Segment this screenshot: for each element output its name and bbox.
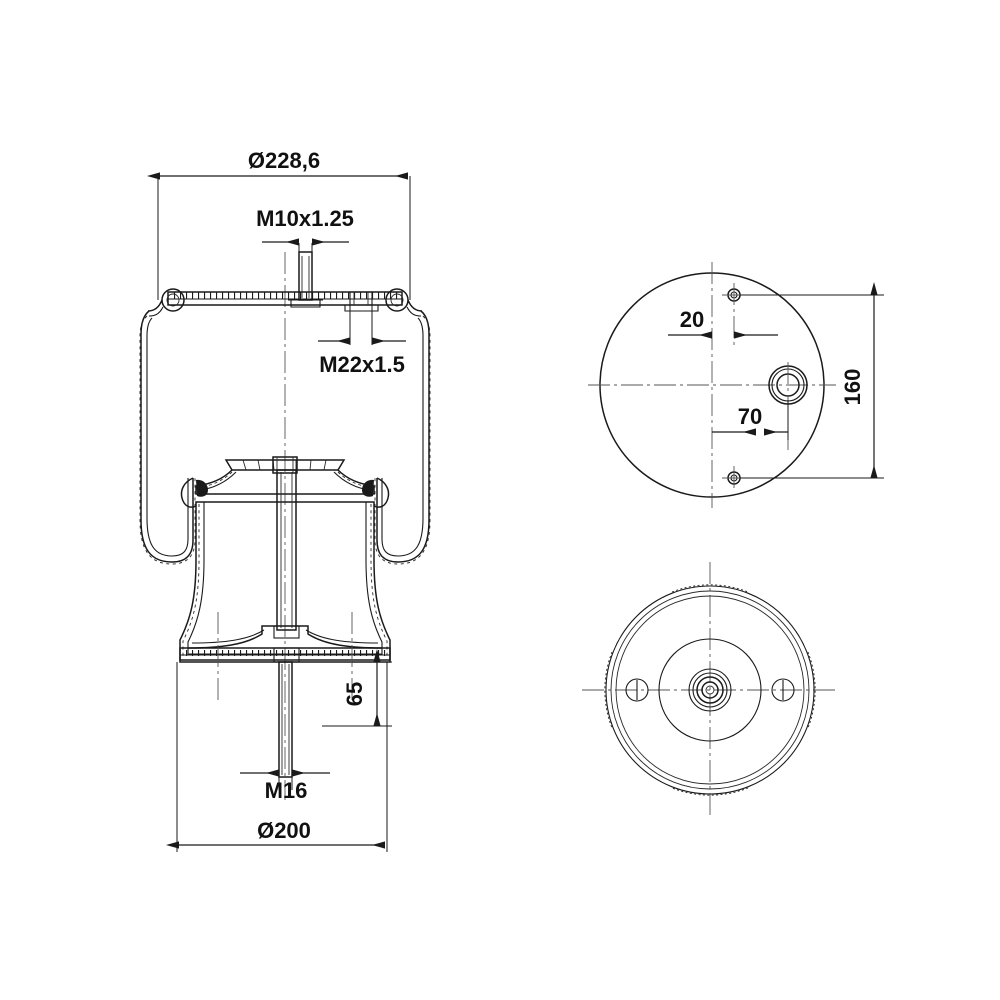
- central-tie-rod-m16: [273, 469, 300, 778]
- air-port-boss-m22: [344, 291, 379, 312]
- bellows-cord-hatch-left: [139, 315, 196, 565]
- dim-label-piston-height: 65: [342, 682, 367, 706]
- dim-label-air-port-thread: M22x1.5: [319, 352, 405, 377]
- piston-outer-rim: [605, 585, 815, 795]
- dimension-stud-offset-20: 20: [668, 307, 778, 339]
- dimension-port-offset-70: 70: [712, 400, 789, 440]
- piston-rim-inner2: [615, 595, 805, 785]
- piston-crown-ribs: [242, 459, 327, 471]
- piston-rim-inner: [610, 590, 810, 790]
- dimension-piston-height: 65: [322, 649, 392, 727]
- dim-label-stud-offset: 20: [680, 307, 704, 332]
- dimension-piston-diameter: Ø200: [166, 662, 388, 852]
- bead-ring-left: [147, 288, 185, 317]
- clamp-ring-right: [362, 479, 374, 497]
- dimension-top-stud-thread: M10x1.25: [256, 206, 354, 300]
- bead-ring-right: [385, 288, 423, 317]
- top-stud-m10: [288, 251, 323, 308]
- dim-label-bottom-stud-thread: M16: [265, 778, 308, 803]
- piston-side-opening-left: [625, 678, 649, 702]
- piston-center-boss: [658, 638, 762, 742]
- piston-central-bolt: [688, 668, 732, 712]
- view-top-plate: 20 70 160: [588, 262, 884, 508]
- view-front-section: Ø228,6 M10x1.25 M22x1.5: [139, 148, 431, 852]
- dimension-stud-spacing-160: 160: [740, 282, 884, 479]
- view-bottom-piston: [582, 562, 838, 818]
- dim-label-port-offset: 70: [738, 404, 762, 429]
- plate-crimp-hatch: [170, 292, 400, 299]
- dimension-bottom-stud-thread: M16: [240, 750, 330, 803]
- dim-label-stud-spacing: 160: [840, 369, 865, 406]
- clamp-ring-left: [196, 479, 208, 497]
- bellows-rolling-lobe: [139, 310, 431, 565]
- piston-side-opening-right: [771, 678, 795, 702]
- top-cover-plate-section: [147, 251, 423, 317]
- dim-label-overall-diameter: Ø228,6: [248, 148, 320, 173]
- dim-label-top-stud-thread: M10x1.25: [256, 206, 354, 231]
- dimension-overall-diameter: Ø228,6: [147, 148, 411, 300]
- piston-top-cap: [180, 456, 390, 508]
- dimension-air-port-thread: M22x1.5: [318, 296, 406, 377]
- bellows-cord-hatch-right: [374, 315, 431, 565]
- piston-base-hatch: [183, 650, 387, 656]
- dim-label-piston-diameter: Ø200: [257, 818, 311, 843]
